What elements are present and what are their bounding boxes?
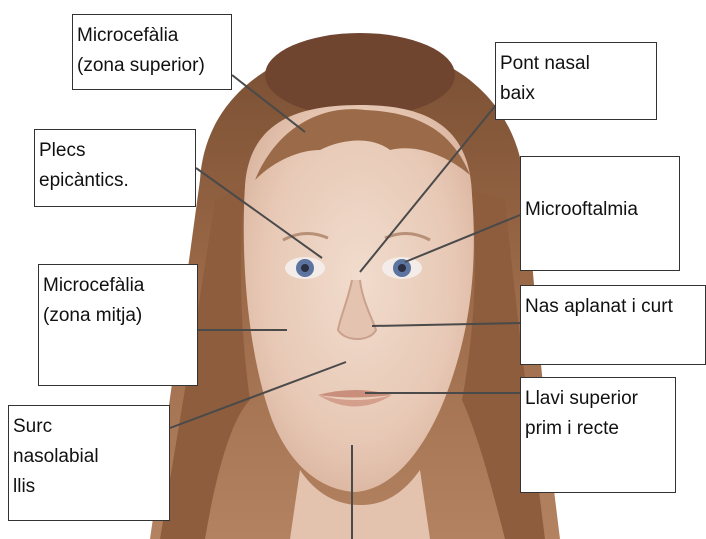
callout-line: Llavi superior [525, 384, 671, 414]
callout-line: Nas aplanat i curt [525, 292, 701, 322]
callout-line: nasolabial [13, 442, 165, 472]
callout-nas-aplanat: Nas aplanat i curt [520, 285, 706, 365]
callout-plecs-epicantics: Plecs epicàntics. [34, 129, 196, 207]
callout-line: (zona superior) [77, 51, 227, 81]
callout-line: Microcefàlia [43, 271, 193, 301]
callout-surc-nasolabial: Surc nasolabial llis [8, 405, 170, 521]
callout-microcefalia-mitja: Microcefàlia (zona mitja) [38, 264, 198, 386]
callout-microcefalia-superior: Microcefàlia (zona superior) [72, 14, 232, 90]
hair-bun [265, 33, 455, 117]
callout-line: prim i recte [525, 414, 671, 444]
callout-llavi-superior: Llavi superior prim i recte [520, 377, 676, 493]
callout-line: Microoftalmia [525, 195, 675, 225]
callout-line: Surc [13, 412, 165, 442]
callout-line: Pont nasal [500, 49, 652, 79]
callout-microoftalmia: Microoftalmia [520, 156, 680, 271]
callout-line: epicàntics. [39, 166, 191, 196]
callout-line: Microcefàlia [77, 21, 227, 51]
callout-line: Plecs [39, 136, 191, 166]
callout-line: llis [13, 472, 165, 502]
callout-line: baix [500, 79, 652, 109]
callout-line: (zona mitja) [43, 301, 193, 331]
callout-pont-nasal: Pont nasal baix [495, 42, 657, 120]
